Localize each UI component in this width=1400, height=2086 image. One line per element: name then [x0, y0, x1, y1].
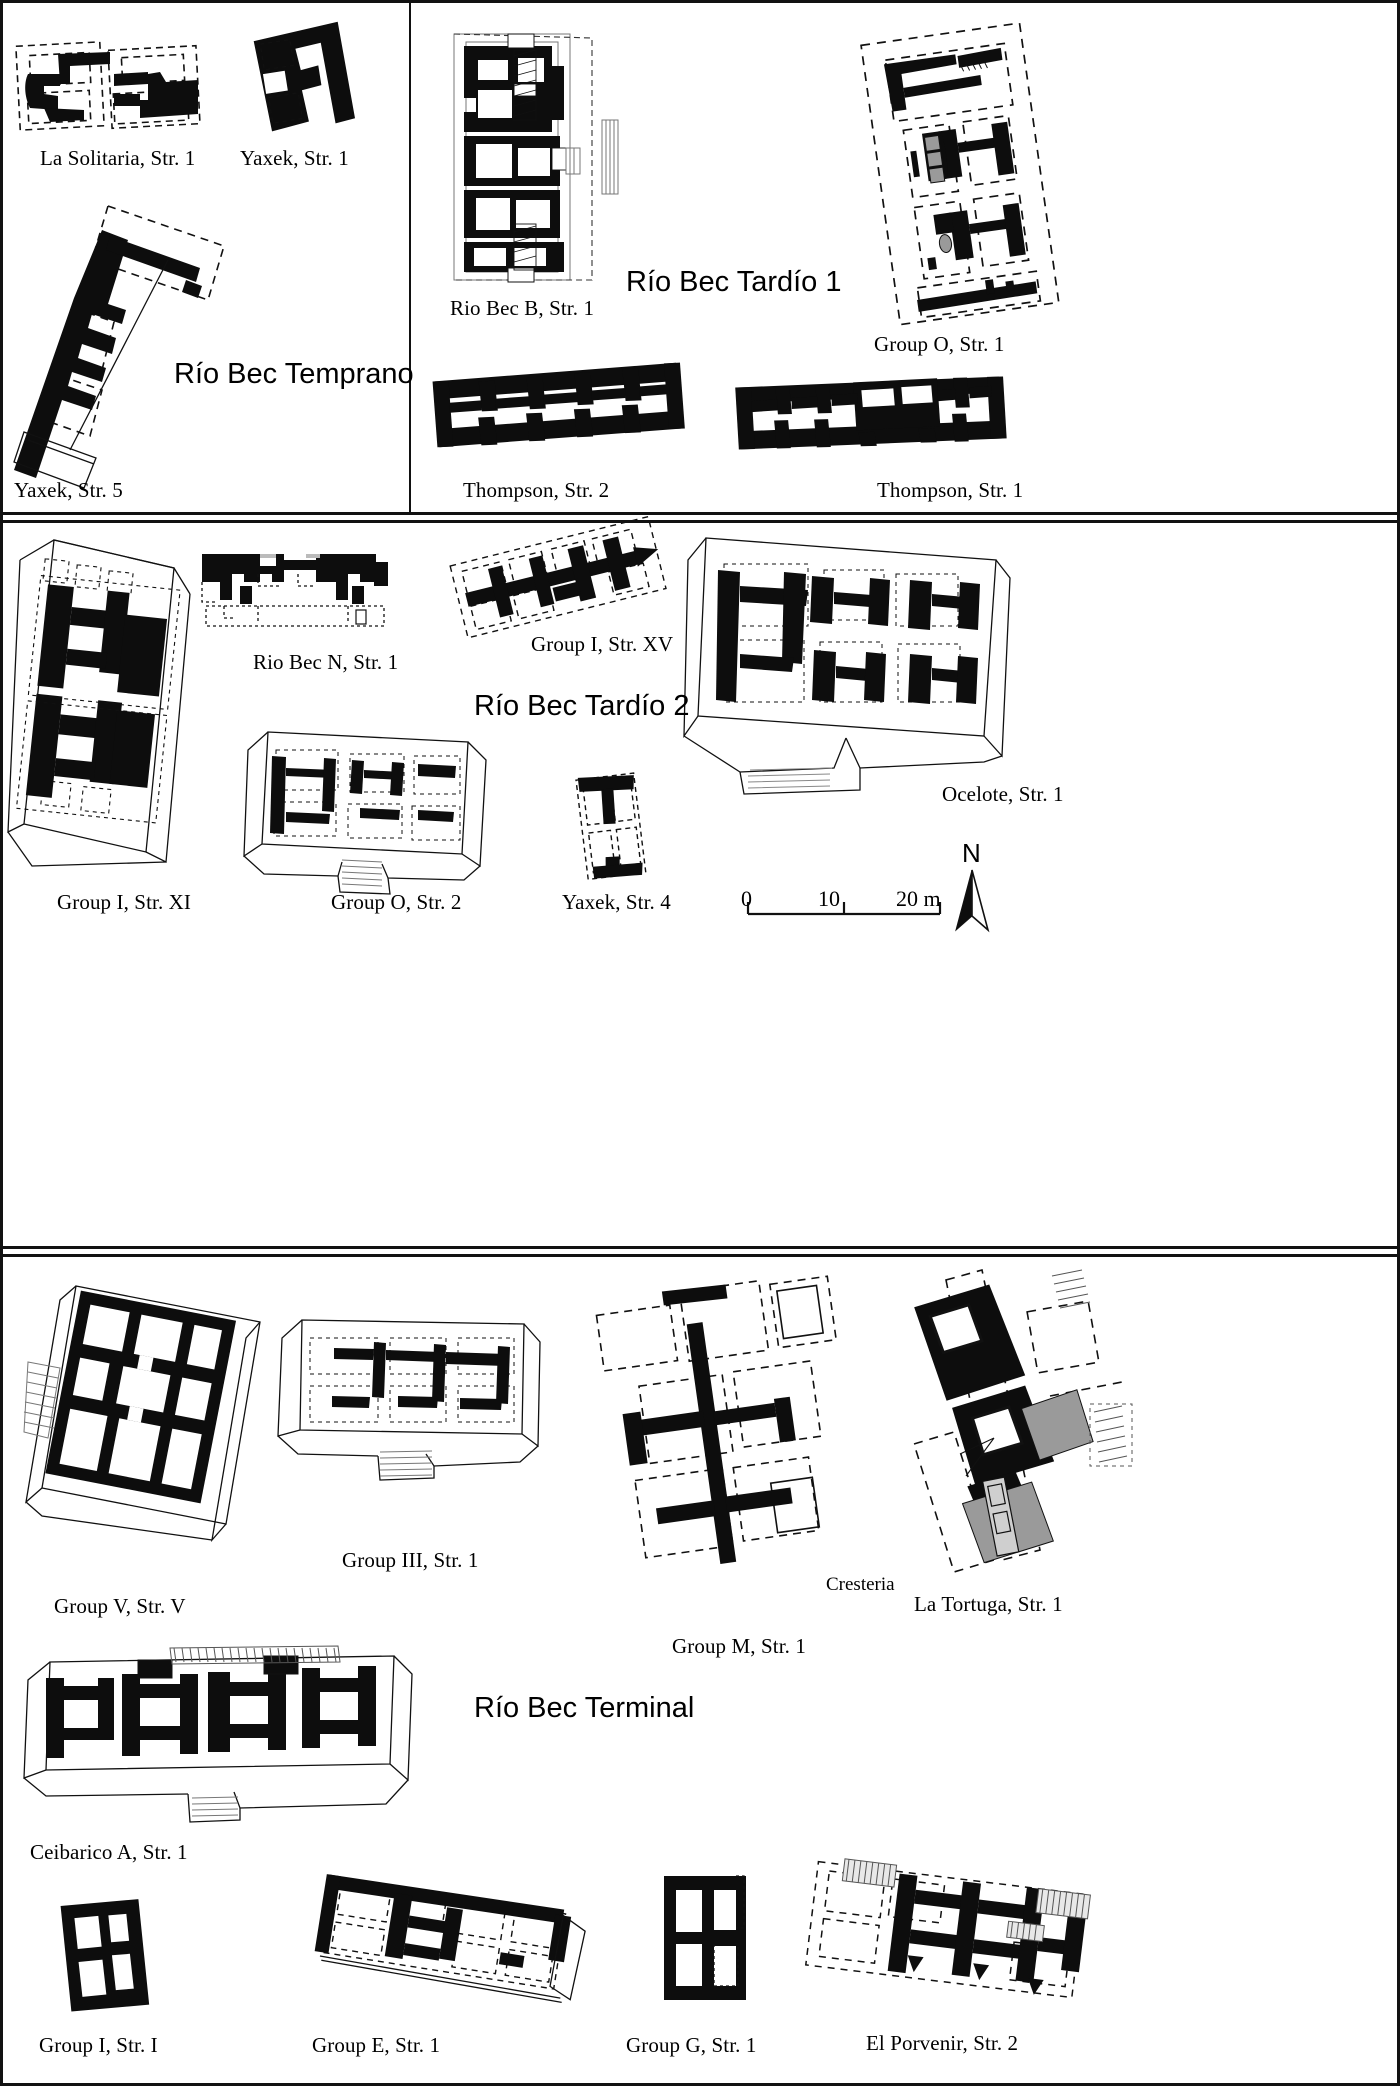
- plan-thompson-2: [428, 362, 688, 460]
- caption-group-i-i: Group I, Str. I: [39, 2033, 158, 2057]
- plan-group-o-1: [860, 22, 1066, 326]
- divider-temprano-tardio1: [409, 0, 411, 512]
- phase-heading-terminal: Río Bec Terminal: [474, 1692, 695, 1724]
- north-arrow-icon: [950, 868, 994, 936]
- caption-group-i-xv: Group I, Str. XV: [531, 632, 674, 656]
- plan-group-m-1: [588, 1272, 838, 1622]
- caption-rio-bec-n-1: Rio Bec N, Str. 1: [253, 650, 399, 674]
- plan-rio-bec-n-1: [198, 552, 404, 634]
- plan-la-tortuga-1: [854, 1264, 1154, 1574]
- annotation-cresteria: Cresteria: [826, 1574, 895, 1595]
- plan-rio-bec-b-1: [452, 28, 622, 286]
- caption-ceibarico-a-1: Ceibarico A, Str. 1: [30, 1840, 188, 1864]
- north-label: N: [962, 838, 981, 868]
- caption-el-porvenir-2: El Porvenir, Str. 2: [866, 2031, 1019, 2055]
- plan-group-g-1: [658, 1872, 758, 2004]
- divider-phase-2-3: [0, 1246, 1400, 1249]
- caption-yaxek-5: Yaxek, Str. 5: [14, 478, 123, 502]
- plan-la-solitaria-1: [14, 38, 204, 138]
- plan-group-i-xv: [449, 515, 670, 644]
- caption-group-m-1: Group M, Str. 1: [672, 1634, 806, 1658]
- plan-group-o-2: [242, 716, 492, 896]
- plan-ocelote-1: [683, 524, 1012, 812]
- plan-group-iii-1: [274, 1304, 544, 1484]
- scale-tick-0: 0: [741, 886, 752, 911]
- caption-rio-bec-b-1: Rio Bec B, Str. 1: [450, 296, 595, 320]
- caption-group-e-1: Group E, Str. 1: [312, 2033, 441, 2057]
- caption-la-solitaria-1: La Solitaria, Str. 1: [40, 146, 196, 170]
- caption-thompson-1: Thompson, Str. 1: [877, 478, 1024, 502]
- scale-tick-10: 10: [818, 886, 840, 911]
- plan-group-i-i: [52, 1894, 162, 2018]
- divider-phase-1-2-b: [0, 520, 1400, 523]
- caption-thompson-2: Thompson, Str. 2: [463, 478, 610, 502]
- plan-yaxek-1: [243, 21, 363, 142]
- plan-yaxek-4: [568, 768, 658, 886]
- phase-heading-tardio2: Río Bec Tardío 2: [474, 690, 690, 722]
- plan-group-i-xi: [6, 532, 196, 868]
- plan-group-v-v: [23, 1278, 264, 1548]
- divider-phase-1-2: [0, 512, 1400, 515]
- phase-heading-tardio1: Río Bec Tardío 1: [626, 266, 842, 298]
- caption-group-v-v: Group V, Str. V: [54, 1594, 186, 1618]
- scale-tick-20: 20 m: [896, 886, 941, 911]
- caption-la-tortuga-1: La Tortuga, Str. 1: [914, 1592, 1063, 1616]
- caption-group-g-1: Group G, Str. 1: [626, 2033, 757, 2057]
- caption-group-iii-1: Group III, Str. 1: [342, 1548, 479, 1572]
- plan-thompson-1: [732, 376, 1008, 454]
- phase-heading-temprano: Río Bec Temprano: [174, 358, 414, 390]
- plan-yaxek-5: [10, 196, 240, 489]
- divider-phase-2-3-b: [0, 1254, 1400, 1257]
- caption-group-o-1: Group O, Str. 1: [874, 332, 1005, 356]
- caption-ocelote-1: Ocelote, Str. 1: [942, 782, 1064, 806]
- plan-ceibarico-a-1: [18, 1640, 418, 1830]
- caption-group-i-xi: Group I, Str. XI: [57, 890, 192, 914]
- plan-group-e-1: [308, 1874, 588, 2018]
- caption-yaxek-1: Yaxek, Str. 1: [240, 146, 349, 170]
- scale-bar: [744, 892, 954, 926]
- caption-group-o-2: Group O, Str. 2: [331, 890, 462, 914]
- caption-yaxek-4: Yaxek, Str. 4: [562, 890, 671, 914]
- plan-el-porvenir-2: [800, 1858, 1096, 2014]
